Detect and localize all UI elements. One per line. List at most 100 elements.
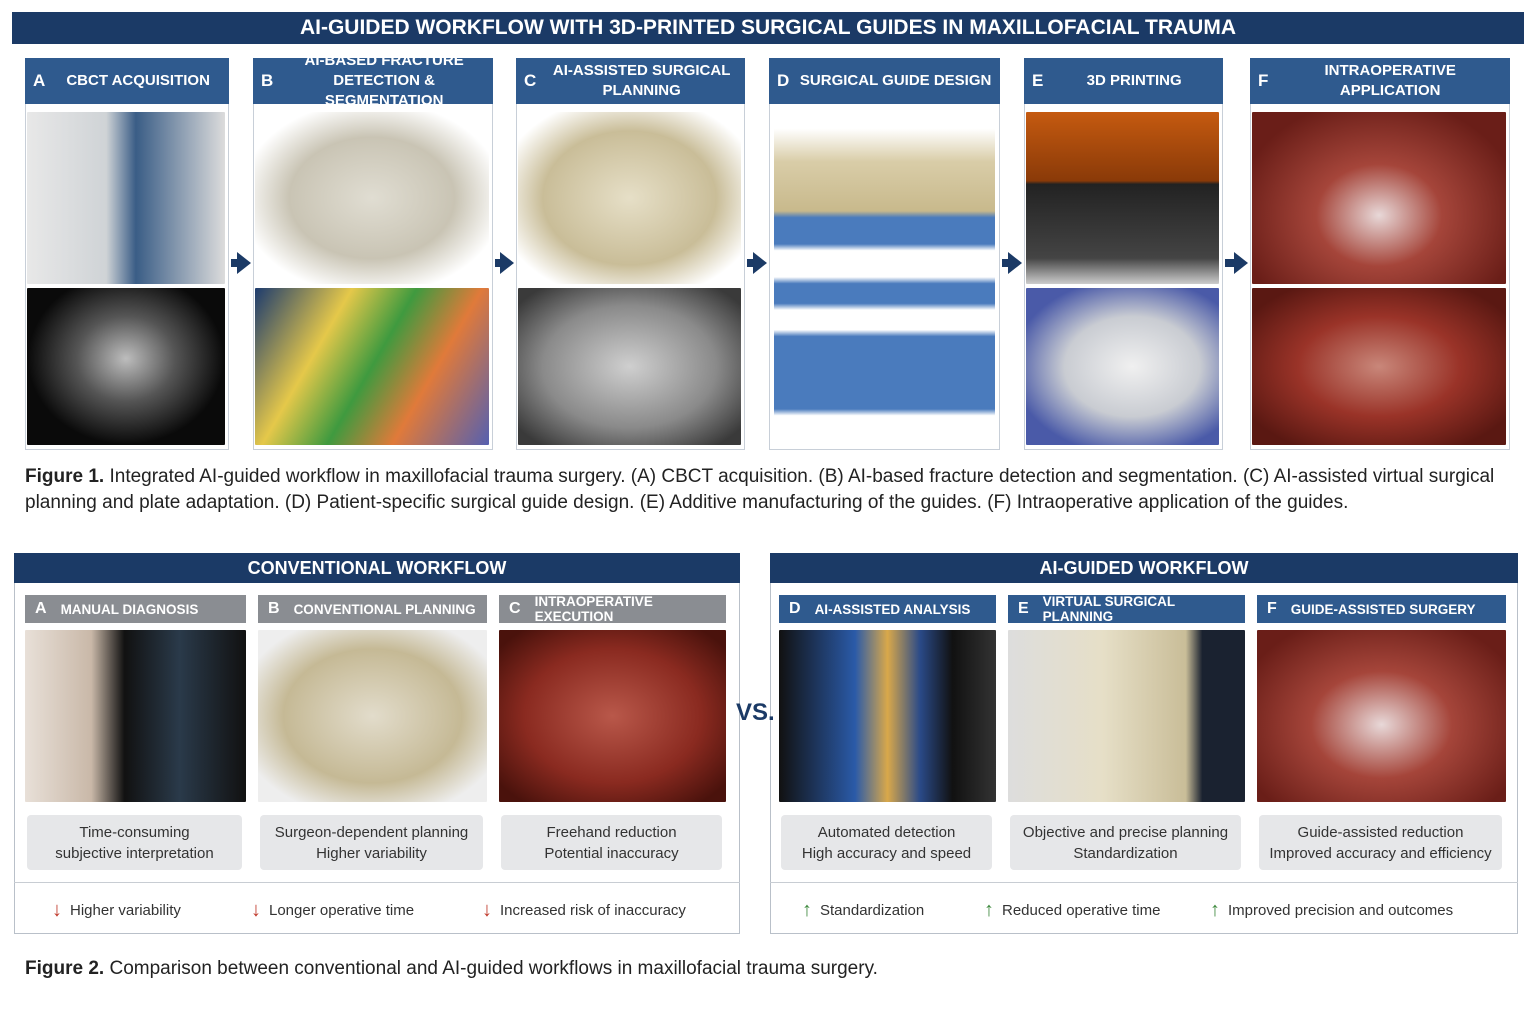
segmented-skull-image [255, 288, 489, 445]
vs-label: VS. [736, 699, 775, 726]
arrow-down-icon: ↓ [482, 899, 492, 921]
outcome-label: Longer operative time [269, 902, 415, 919]
description-line-2: Potential inaccuracy [544, 844, 679, 862]
conventional-outcome: ↓Higher variability [52, 899, 181, 922]
step-letter: B [268, 600, 280, 617]
ai-outcome: ↑ Reduced operative time [984, 899, 1160, 922]
description-line-1: Automated detection [817, 823, 956, 841]
arrow-shaft [231, 259, 237, 267]
ai-step-image-e [1008, 630, 1245, 802]
conventional-step-header-b: B CONVENTIONAL PLANNING [258, 595, 487, 623]
step-label: AI-ASSISTED SURGICAL PLANNING [552, 62, 731, 99]
step-label: CONVENTIONAL PLANNING [293, 601, 476, 617]
plates-fixed-image [1252, 288, 1506, 445]
description-line-2: subjective interpretation [55, 844, 214, 862]
conventional-step-header-c: C INTRAOPERATIVE EXECUTION [499, 594, 726, 624]
figure1-caption-text: Integrated AI-guided workflow in maxillo… [25, 466, 1495, 513]
step-label: 3D PRINTING [1086, 72, 1182, 89]
arrow-up-icon: ↑ [1210, 899, 1220, 921]
step-letter: A [33, 71, 46, 90]
guide-applied-image [1252, 112, 1506, 284]
ai-step-image-d [779, 630, 996, 802]
arrow-down-icon: ↓ [52, 899, 62, 921]
arrow-down-icon: ↓ [251, 899, 261, 921]
description-line-1: Objective and precise planning [1022, 823, 1229, 841]
step-header: A CBCT ACQUISITION [25, 58, 229, 104]
step-letter: C [524, 71, 537, 90]
outcome-label: Increased risk of inaccuracy [500, 902, 686, 919]
description-line-1: Time-consuming [79, 823, 190, 841]
figure1-caption-label: Figure 1. [25, 466, 105, 487]
step-label: GUIDE-ASSISTED SURGERY [1290, 601, 1476, 617]
patient-in-cbct-scanner-image [27, 112, 225, 284]
arrow-shaft [747, 259, 753, 267]
skull-fracture-lines-image [255, 112, 489, 284]
arrow-right-icon [1234, 252, 1248, 274]
outcome-label: Reduced operative time [1002, 902, 1161, 919]
description-line-2: Improved accuracy and efficiency [1269, 844, 1492, 862]
step-letter: B [261, 71, 274, 90]
arrow-up-icon: ↑ [984, 899, 994, 921]
skull-with-plates-image [518, 112, 741, 284]
step-label: SURGICAL GUIDE DESIGN [799, 72, 992, 89]
step-letter: D [789, 600, 801, 617]
arrow-shaft [1002, 259, 1008, 267]
description-line-2: Higher variability [316, 844, 427, 862]
outcome-label: Standardization [820, 902, 925, 919]
description-line-1: Surgeon-dependent planning [274, 823, 469, 841]
conventional-step-image-a [25, 630, 246, 802]
ai-workflow-title: AI-GUIDED WORKFLOW [770, 553, 1518, 583]
step-header: E 3D PRINTING [1024, 58, 1223, 104]
step-header: D SURGICAL GUIDE DESIGN [769, 58, 1000, 104]
description-line-2: High accuracy and speed [801, 844, 972, 862]
description-line-1: Guide-assisted reduction [1297, 823, 1464, 841]
ai-outcome: ↑ Improved precision and outcomes [1210, 899, 1453, 922]
conventional-step-image-b [258, 630, 487, 802]
figure2-caption-text: Comparison between conventional and AI-g… [109, 958, 878, 979]
step-label: AI-ASSISTED ANALYSIS [814, 601, 971, 617]
step-label: INTRAOPERATIVE APPLICATION [1324, 62, 1456, 99]
step-header: F INTRAOPERATIVE APPLICATION [1250, 58, 1510, 104]
guide-design-renders-image [774, 112, 995, 442]
step-description: Time-consuming subjective interpretation [27, 815, 242, 870]
step-letter: F [1267, 600, 1277, 617]
conventional-workflow-title: CONVENTIONAL WORKFLOW [14, 553, 740, 583]
step-letter: A [35, 600, 47, 617]
step-letter: F [1258, 71, 1269, 90]
arrow-right-icon [237, 252, 251, 274]
arrow-right-icon [1008, 252, 1022, 274]
arrow-right-icon [753, 252, 767, 274]
arrow-up-icon: ↑ [802, 899, 812, 921]
step-header: B AI-BASED FRACTURE DETECTION & SEGMENTAT… [253, 52, 493, 109]
step-letter: E [1032, 71, 1044, 90]
conventional-step-image-c [499, 630, 726, 802]
3d-printer-image [1026, 112, 1219, 284]
conventional-outcome: ↓ Longer operative time [251, 899, 414, 922]
step-letter: E [1018, 600, 1029, 617]
figure2-caption-label: Figure 2. [25, 958, 105, 979]
outcome-label: Improved precision and outcomes [1228, 902, 1454, 919]
step-letter: C [509, 600, 521, 617]
ai-step-header-d: D AI-ASSISTED ANALYSIS [779, 595, 996, 623]
step-label: INTRAOPERATIVE EXECUTION [534, 594, 653, 624]
step-letter: D [777, 71, 790, 90]
arrow-right-icon [500, 252, 514, 274]
description-line-2: Standardization [1073, 844, 1178, 862]
description-line-1: Freehand reduction [546, 823, 677, 841]
arrow-shaft [495, 259, 500, 267]
divider [14, 882, 740, 883]
step-header: C AI-ASSISTED SURGICAL PLANNING [516, 58, 745, 104]
divider [770, 882, 1518, 883]
printed-guide-image [1026, 288, 1219, 445]
conventional-outcome: ↓ Increased risk of inaccuracy [482, 899, 686, 922]
step-label: CBCT ACQUISITION [66, 72, 210, 89]
ai-step-header-f: F GUIDE-ASSISTED SURGERY [1257, 595, 1506, 623]
step-label: AI-BASED FRACTURE DETECTION & SEGMENTATI… [304, 52, 464, 109]
